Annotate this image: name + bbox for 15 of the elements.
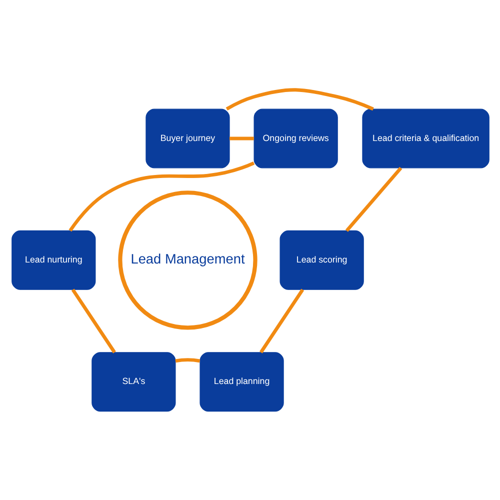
- node-box: Ongoing reviews: [253, 108, 338, 168]
- node-box: Lead criteria & qualification: [362, 108, 489, 168]
- node-box: Lead planning: [199, 352, 284, 412]
- connector: [174, 358, 200, 362]
- node-box: Lead nurturing: [11, 230, 96, 290]
- node-box: Lead scoring: [279, 230, 364, 290]
- node-circle: Lead Management: [118, 190, 257, 330]
- connector: [70, 288, 116, 353]
- node-box: SLA's: [91, 352, 176, 412]
- connector: [229, 136, 254, 140]
- connector: [344, 166, 402, 232]
- connector: [68, 160, 254, 232]
- connector: [259, 288, 304, 353]
- node-box: Buyer journey: [145, 108, 230, 168]
- connector: [225, 88, 374, 110]
